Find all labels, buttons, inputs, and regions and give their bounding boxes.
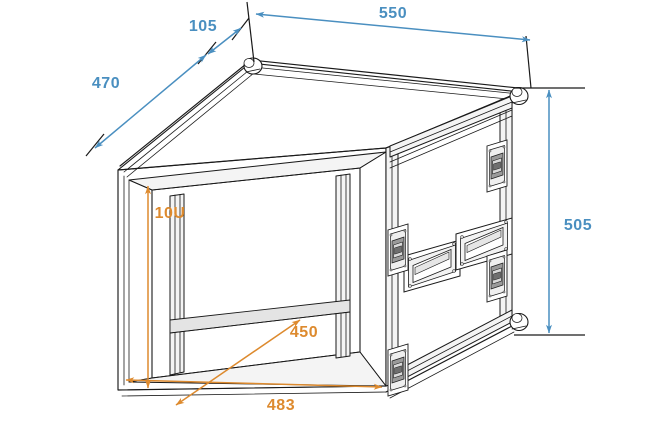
dimension-height-505: 505 [546,89,592,334]
ball-corner-top-left [243,57,263,75]
ball-corner-top-right [509,86,529,106]
butterfly-latch-top-rear[interactable] [486,139,508,193]
dimension-rack-units-10U: 10U [145,185,186,389]
dimension-width-550-label: 550 [379,5,407,22]
dimension-lid-depth-105-label: 105 [189,18,217,35]
dimension-lid-depth-105: 105 [189,18,242,55]
rack-rails [169,173,351,376]
case-lid-seam [389,109,513,169]
dimension-usable-depth-450-label: 450 [290,324,318,341]
dimension-group-exterior: 470 105 550 505 [85,1,592,336]
rack-case-body [117,57,529,399]
butterfly-latch-bottom-front[interactable] [387,343,409,397]
butterfly-latch-top-front[interactable] [387,223,409,277]
butterfly-latch-bottom-rear[interactable] [486,249,508,303]
dimension-usable-depth-450: 450 [175,319,318,406]
dimension-height-505-label: 505 [564,217,592,234]
dimension-group-interior: 10U 450 483 [125,185,383,414]
dimension-depth-470: 470 [92,54,207,149]
dimension-width-550: 550 [255,5,531,43]
dimension-depth-470-label: 470 [92,75,120,92]
dimension-rack-width-483: 483 [125,377,383,414]
ball-corner-bottom-right [509,312,529,332]
dimension-rack-units-10U-label: 10U [155,205,186,222]
dimension-rack-width-483-label: 483 [267,397,295,414]
